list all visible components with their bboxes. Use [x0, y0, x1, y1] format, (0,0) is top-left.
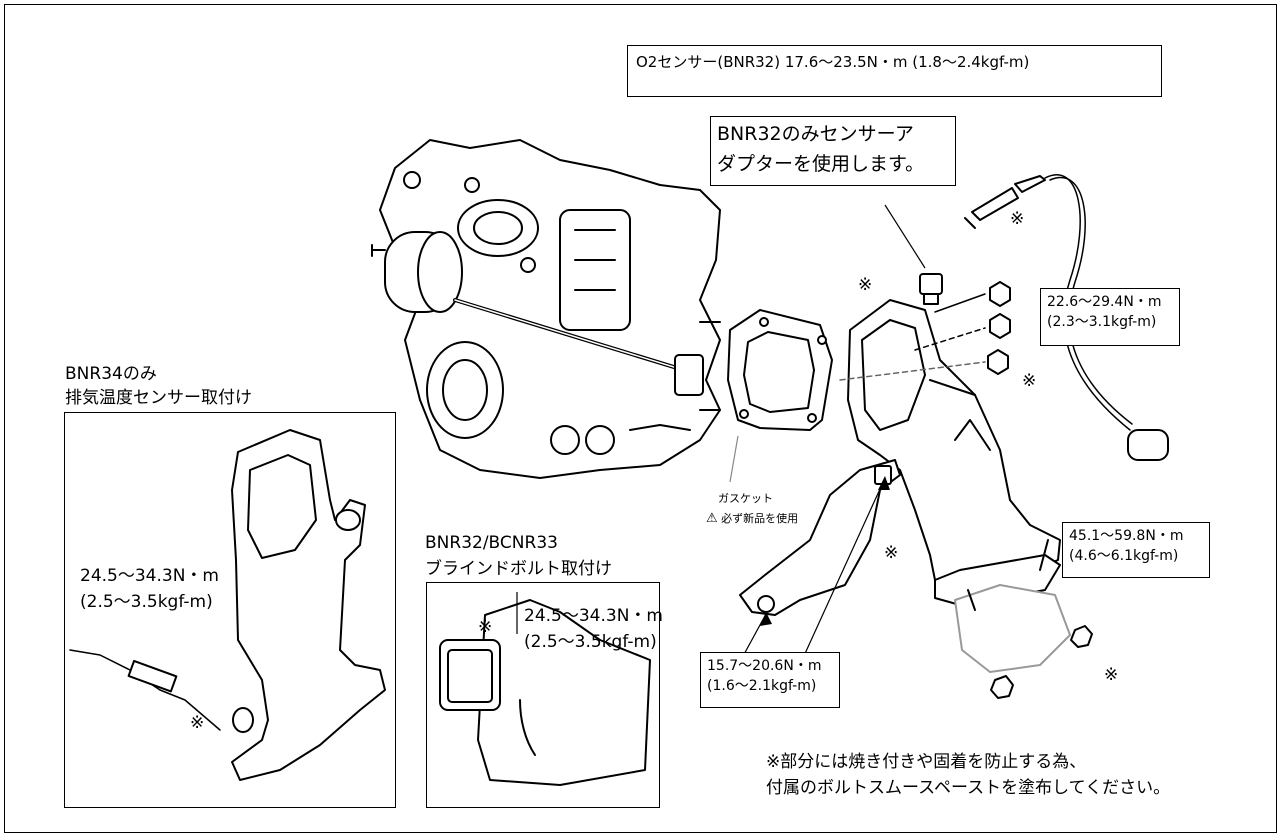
o2-sensor-paste-mark: ※: [1010, 209, 1025, 229]
bnr32-title-line2: ブラインドボルト取付け: [425, 559, 612, 579]
torque-nuts-kgf: (2.3～3.1kgf-m): [1047, 314, 1157, 330]
o2-sensor-spec-box: O2センサー(BNR32) 17.6～23.5N・m (1.8～2.4kgf-m…: [627, 45, 1162, 97]
leader-lines: [516, 204, 926, 659]
gasket-warning: ⚠ 必ず新品を使用: [706, 512, 798, 526]
torque-flange-value: 45.1～59.8N・m: [1069, 528, 1184, 544]
footnote-line2: 付属のボルトスムースペーストを塗布してください。: [766, 778, 1171, 798]
bnr34-title-line1: BNR34のみ: [65, 364, 157, 384]
gasket-drawing: [727, 309, 833, 431]
bnr32-blind-bolt-drawing: [439, 599, 651, 786]
adapter-paste-mark: ※: [858, 275, 873, 295]
bnr32-torque-kgf: (2.5～3.5kgf-m): [524, 632, 657, 652]
footnote-line1: ※部分には焼き付きや固着を防止する為、: [766, 752, 1087, 772]
adapter-note-box: BNR32のみセンサーア ダプターを使用します。: [710, 116, 956, 186]
bnr34-torque-kgf: (2.5～3.5kgf-m): [80, 592, 213, 612]
torque-bracket-value: 15.7～20.6N・m: [707, 658, 822, 674]
gasket-warning-text: 必ず新品を使用: [721, 512, 799, 525]
adapter-note-line1: BNR32のみセンサーア: [717, 123, 914, 145]
gasket-label: ガスケット: [718, 492, 773, 505]
o2-sensor-spec-text: O2センサー(BNR32) 17.6～23.5N・m (1.8～2.4kgf-m…: [636, 53, 1030, 71]
bnr32-torque-value: 24.5～34.3N・m: [524, 606, 663, 626]
arrow-heads: [760, 476, 890, 626]
adapter-note-line2: ダプターを使用します。: [717, 153, 925, 175]
bnr34-inset-box: [64, 412, 396, 808]
bnr34-sensor-drawing: [69, 429, 386, 781]
turbocharger-drawing: [371, 139, 721, 479]
nuts-paste-mark: ※: [1022, 371, 1037, 391]
torque-nuts-box: 22.6～29.4N・m (2.3～3.1kgf-m): [1040, 288, 1180, 346]
flange-nut-paste-mark: ※: [1104, 665, 1119, 685]
bnr32-paste-mark: ※: [478, 617, 493, 637]
pipe-paste-mark: ※: [884, 543, 899, 563]
torque-bracket-kgf: (1.6～2.1kgf-m): [707, 678, 817, 694]
bnr34-paste-mark: ※: [190, 713, 205, 733]
bnr32-title-line1: BNR32/BCNR33: [425, 533, 558, 553]
torque-bracket-box: 15.7～20.6N・m (1.6～2.1kgf-m): [700, 652, 840, 708]
diagram-frame: [4, 4, 1277, 833]
bnr34-torque-value: 24.5～34.3N・m: [80, 566, 219, 586]
torque-flange-kgf: (4.6～6.1kgf-m): [1069, 548, 1179, 564]
torque-flange-box: 45.1～59.8N・m (4.6～6.1kgf-m): [1062, 522, 1210, 578]
bnr34-title-line2: 排気温度センサー取付け: [65, 388, 252, 408]
outlet-pipe-drawing: [739, 174, 1169, 699]
warning-icon: ⚠: [706, 511, 718, 526]
bnr32-inset-box: [426, 582, 660, 808]
torque-nuts-value: 22.6～29.4N・m: [1047, 294, 1162, 310]
